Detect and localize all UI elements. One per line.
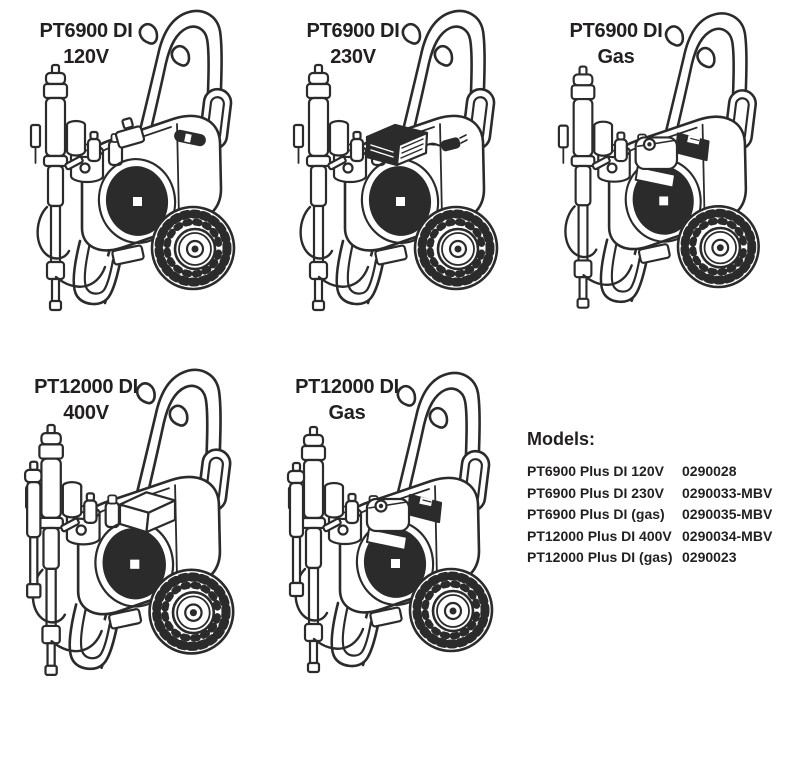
model-row: PT6900 Plus DI 120V 0290028 (527, 461, 789, 483)
tall-pump-column (23, 460, 43, 599)
model-row: PT12000 Plus DI (gas) 0290023 (527, 547, 789, 569)
model-voltage: Gas (597, 46, 635, 68)
model-row: PT6900 Plus DI (gas) 0290035-MBV (527, 504, 789, 526)
model-row-name: PT6900 Plus DI (gas) (527, 506, 665, 522)
model-row-number: 0290028 (682, 463, 737, 479)
models-list: Models: PT6900 Plus DI 120V 0290028 PT69… (527, 429, 789, 569)
model-row-number: 0290023 (682, 549, 737, 565)
model-label: PT6900 DI 120V (16, 18, 156, 70)
model-name: PT6900 DI (39, 20, 133, 42)
model-row-number: 0290035-MBV (682, 506, 773, 522)
sprayer-illustration (25, 5, 275, 325)
model-row: PT6900 Plus DI 230V 0290033-MBV (527, 483, 789, 505)
sprayer-illustration (553, 5, 799, 325)
sprayer-illustration (283, 362, 533, 692)
figure-pt6900-gas: PT6900 DI Gas (528, 0, 799, 335)
model-voltage: Gas (328, 402, 366, 424)
sprayer-illustration (288, 5, 538, 325)
sprayer-illustration (20, 362, 275, 692)
figure-pt6900-230v: PT6900 DI 230V (263, 0, 543, 335)
model-row-number: 0290033-MBV (682, 484, 773, 501)
model-voltage: 230V (330, 46, 376, 68)
model-name: PT12000 DI (295, 376, 399, 398)
model-row-name: PT12000 Plus DI (gas) (527, 549, 673, 565)
model-voltage: 120V (63, 46, 109, 68)
model-name: PT6900 DI (306, 20, 400, 42)
model-voltage: 400V (63, 402, 109, 424)
model-row: PT12000 Plus DI 400V 0290034-MBV (527, 526, 789, 548)
model-label: PT12000 DI 400V (16, 374, 156, 426)
model-name: PT6900 DI (569, 20, 663, 42)
model-row-name: PT6900 Plus DI 120V (527, 463, 664, 479)
tall-pump-column (286, 461, 306, 598)
sprayer-drawing (31, 11, 234, 310)
figure-pt12000-400v: PT12000 DI 400V (0, 360, 280, 700)
model-label: PT6900 DI Gas (546, 18, 686, 70)
model-row-name: PT6900 Plus DI 230V (527, 484, 664, 501)
model-label: PT12000 DI Gas (277, 374, 417, 426)
model-row-number: 0290034-MBV (682, 527, 773, 544)
model-row-name: PT12000 Plus DI 400V (527, 527, 672, 544)
models-heading: Models: (527, 429, 596, 449)
figure-pt12000-gas: PT12000 DI Gas (263, 360, 543, 700)
figure-pt6900-120v: PT6900 DI 120V (0, 0, 280, 335)
model-name: PT12000 DI (34, 376, 138, 398)
model-label: PT6900 DI 230V (283, 18, 423, 70)
